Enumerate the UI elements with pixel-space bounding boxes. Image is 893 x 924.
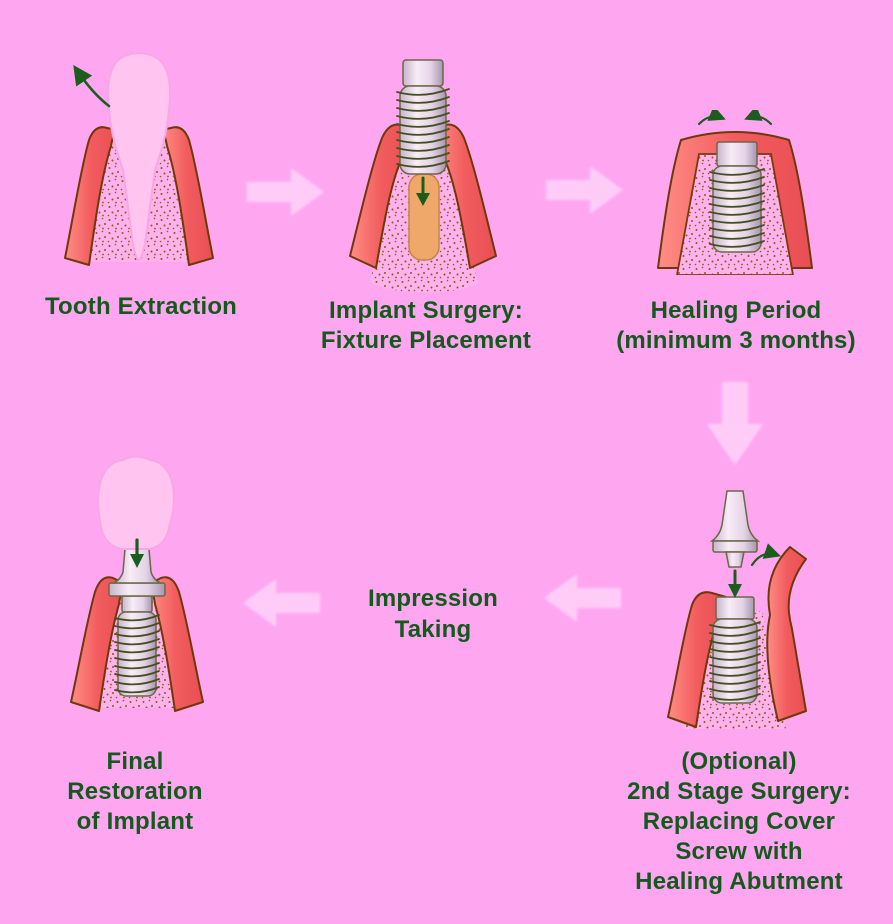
step-label-impression-taking: Impression Taking: [367, 585, 499, 643]
extraction-arrow-icon: [73, 64, 111, 108]
crown-shape: [97, 455, 175, 550]
gum-tissue-right: [148, 576, 204, 712]
gum-flap-lifted: [766, 546, 807, 722]
flap-reflection-arrow-icon: [750, 543, 781, 567]
step-label-implant-surgery: Implant Surgery: Fixture Placement: [320, 297, 532, 354]
insertion-arrow-head: [416, 193, 430, 206]
step-label-tooth-extraction: Tooth Extraction: [44, 293, 238, 320]
tooth-extraction-illustration: [64, 52, 214, 266]
gum-tissue-left: [70, 576, 126, 712]
crown-placement-arrow-head: [130, 554, 144, 568]
implant-fixture-screw: [396, 59, 450, 175]
healing-period-illustration: [657, 110, 813, 275]
gum-closing-arrow-left-icon: [697, 110, 726, 126]
gum-closing-arrow-right-icon: [744, 110, 773, 126]
healing-abutment: [709, 490, 761, 568]
implant-fixture-screw: [114, 595, 160, 697]
gum-tissue-right: [160, 126, 214, 266]
step-label-healing-period: Healing Period (minimum 3 months): [616, 297, 856, 354]
gum-tissue-left: [64, 126, 118, 266]
second-stage-surgery-illustration: [667, 490, 807, 729]
implant-surgery-illustration: [349, 59, 497, 293]
tooth-shape: [107, 52, 171, 261]
flow-arrow-right-icon: [546, 166, 623, 214]
flow-arrow-left-icon: [544, 574, 621, 622]
flow-arrow-down-icon: [707, 382, 763, 465]
abutment-placement-arrow-head: [728, 584, 742, 598]
submerged-implant-with-cover-screw: [709, 141, 765, 253]
flow-arrow-left-icon: [243, 579, 320, 627]
step-label-final-restoration: Final Restoration of Implant: [67, 748, 203, 835]
implant-fixture-screw: [709, 596, 761, 704]
flow-arrow-right-icon: [247, 168, 324, 216]
final-restoration-illustration: [70, 455, 204, 712]
step-label-second-stage-surgery: (Optional) 2nd Stage Surgery: Replacing …: [627, 748, 851, 895]
